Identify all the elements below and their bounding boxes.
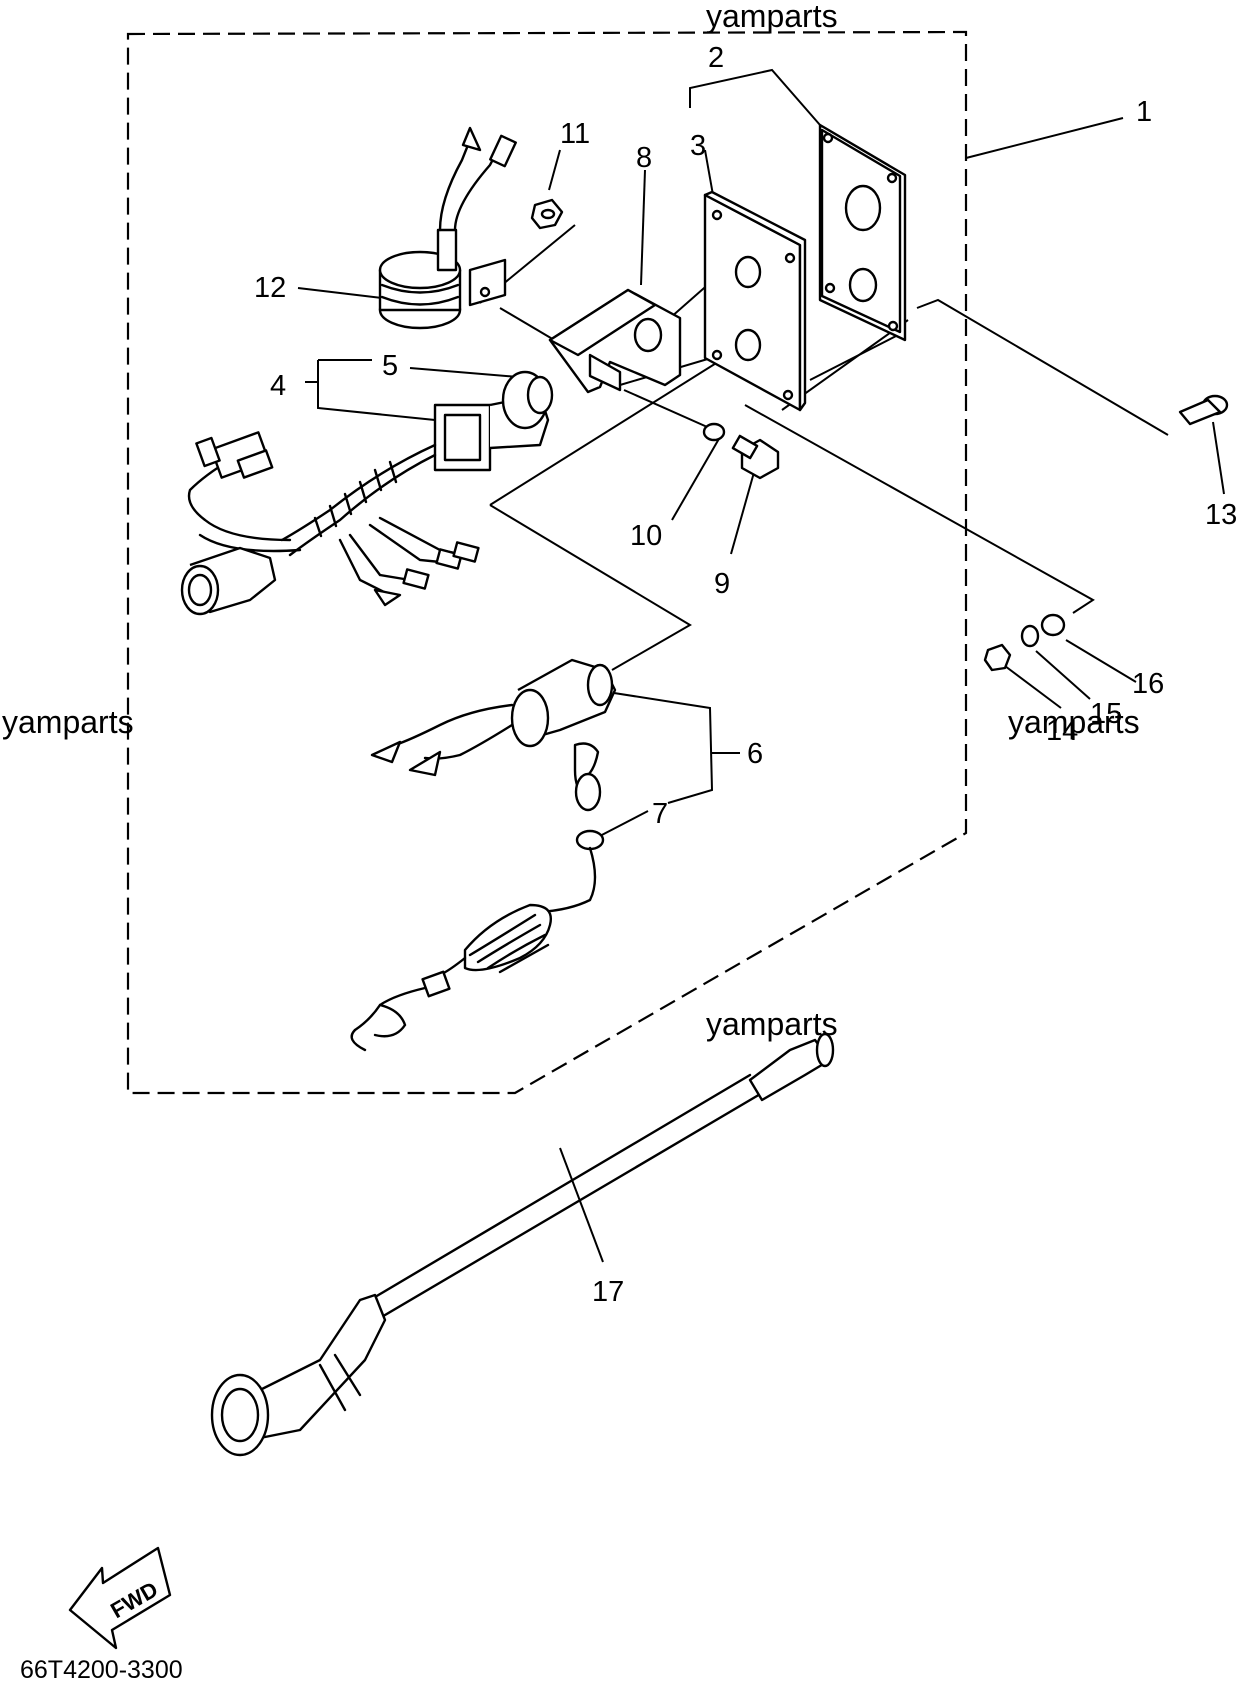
watermark-top: yamparts bbox=[706, 0, 838, 34]
callout-1: 1 bbox=[1136, 96, 1152, 128]
callout-7: 7 bbox=[652, 798, 668, 830]
grommet bbox=[378, 126, 517, 330]
callout-2: 2 bbox=[708, 42, 724, 74]
nut bbox=[530, 198, 564, 230]
callout-4: 4 bbox=[270, 370, 286, 402]
watermarks: yamparts yamparts yamparts yamparts bbox=[2, 0, 1140, 1042]
extension-harness bbox=[210, 1032, 835, 1457]
watermark-right: yamparts bbox=[1008, 704, 1140, 740]
bracket bbox=[548, 288, 682, 394]
gasket-plate bbox=[818, 123, 907, 342]
nut-washers bbox=[983, 613, 1066, 672]
main-harness bbox=[180, 370, 554, 616]
callout-9: 9 bbox=[714, 568, 730, 600]
fwd-arrow-icon: FWD bbox=[68, 1546, 172, 1650]
watermark-middle: yamparts bbox=[706, 1006, 838, 1042]
washer bbox=[702, 422, 726, 442]
callout-14: 14 bbox=[1046, 715, 1078, 747]
diagram-code: 66T4200-3300 bbox=[20, 1656, 183, 1684]
callout-3: 3 bbox=[690, 130, 706, 162]
callout-6: 6 bbox=[747, 738, 763, 770]
callout-15: 15 bbox=[1090, 698, 1122, 730]
callout-17: 17 bbox=[592, 1276, 624, 1308]
callout-8: 8 bbox=[636, 142, 652, 174]
callout-12: 12 bbox=[254, 272, 286, 304]
callout-16: 16 bbox=[1132, 668, 1164, 700]
callout-11: 11 bbox=[560, 118, 590, 150]
callout-10: 10 bbox=[630, 520, 662, 552]
callout-5: 5 bbox=[382, 350, 398, 382]
watermark-left: yamparts bbox=[2, 704, 134, 740]
bolt bbox=[731, 434, 780, 480]
stop-switch bbox=[350, 658, 617, 1052]
callout-numbers: 1 2 3 4 5 6 7 8 9 10 11 12 13 14 15 16 1… bbox=[254, 42, 1237, 1308]
callout-13: 13 bbox=[1205, 499, 1237, 531]
screw bbox=[1178, 394, 1229, 426]
mounting-plate bbox=[703, 190, 807, 412]
